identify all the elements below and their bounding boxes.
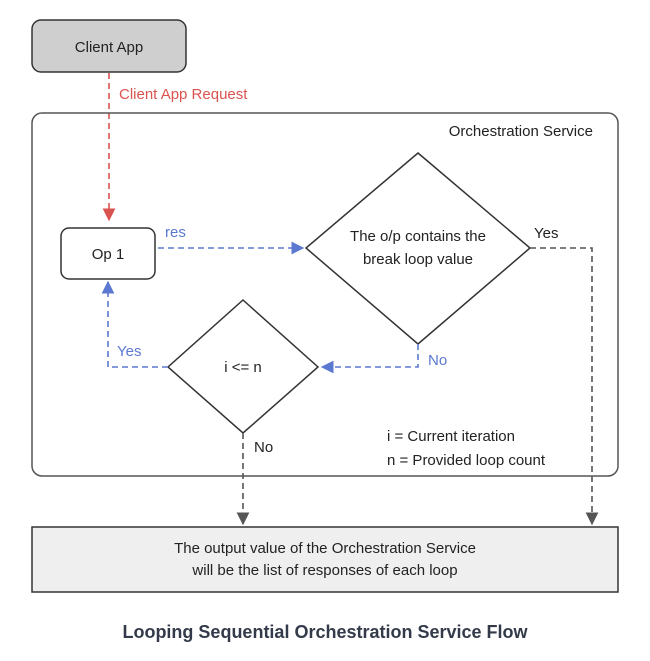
client-app-label: Client App (75, 39, 143, 56)
output-line-1: The output value of the Orchestration Se… (174, 540, 476, 557)
client-app-box (31, 19, 187, 73)
loop-decision-label: i <= n (224, 359, 262, 376)
break-no-arrow (320, 344, 419, 374)
break-no-label: No (428, 352, 447, 369)
break-decision-line-2: break loop value (363, 251, 473, 268)
diagram-caption: Looping Sequential Orchestration Service… (122, 622, 528, 642)
break-decision-diamond (304, 152, 532, 345)
break-yes-arrow (530, 247, 599, 526)
loop-no-label: No (254, 439, 273, 456)
output-line-2: will be the list of responses of each lo… (191, 562, 457, 579)
loop-yes-label: Yes (117, 343, 141, 360)
op1-box (60, 227, 156, 280)
legend-i: i = Current iteration (387, 428, 515, 445)
orchestration-service-label: Orchestration Service (449, 123, 593, 140)
break-yes-label: Yes (534, 225, 558, 242)
client-request-label: Client App Request (119, 86, 248, 103)
op1-label: Op 1 (92, 246, 125, 263)
orchestration-service-container (31, 112, 619, 477)
output-box (31, 526, 619, 593)
loop-yes-arrow (101, 280, 168, 368)
legend-n: n = Provided loop count (387, 452, 546, 469)
break-decision-line-1: The o/p contains the (350, 228, 486, 245)
res-label: res (165, 224, 186, 241)
